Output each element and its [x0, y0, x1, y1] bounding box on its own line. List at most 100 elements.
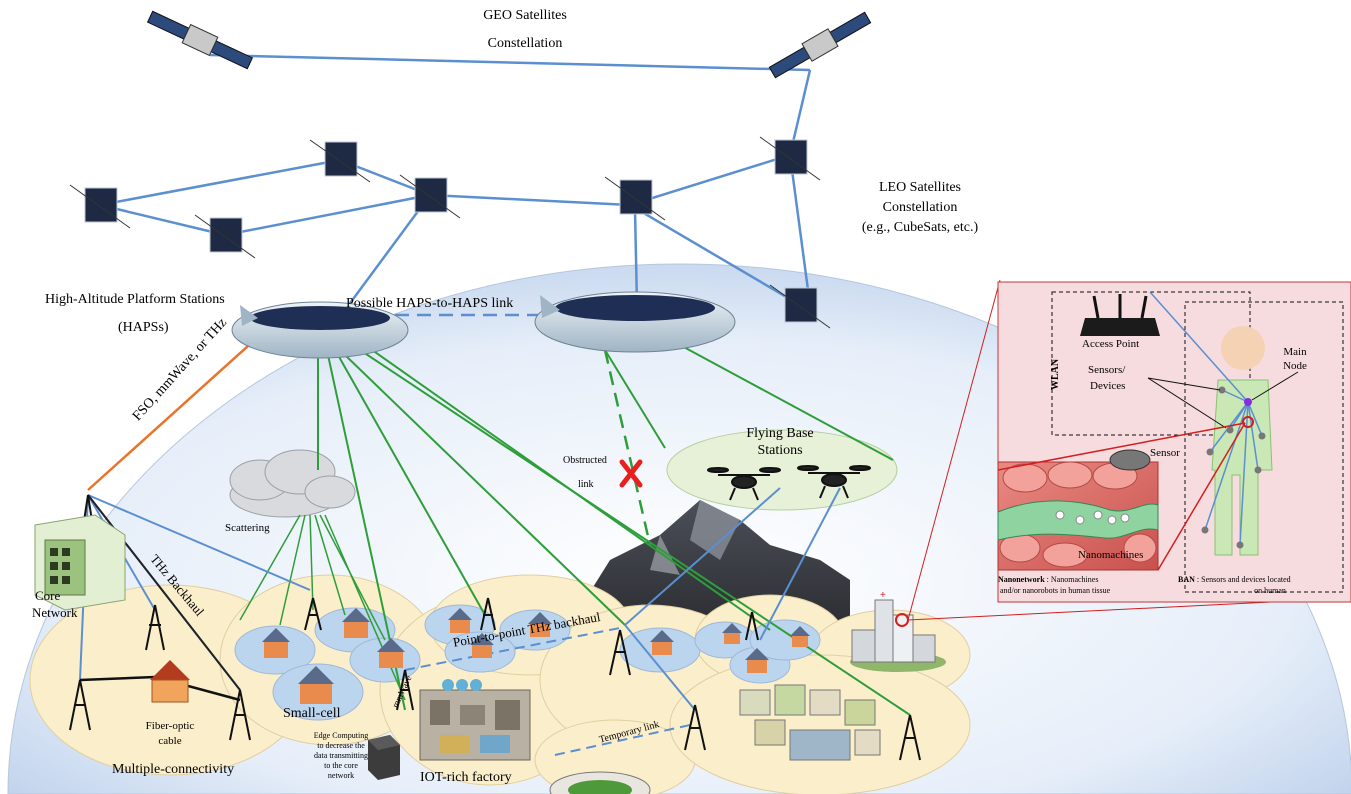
core-network-label-line1: Core [35, 588, 61, 603]
main-node-label-line2: Node [1283, 360, 1307, 372]
edge-computing-line5: network [327, 771, 355, 780]
ban-caption-line2: on human [1254, 586, 1286, 595]
nanomachines-label: Nanomachines [1078, 549, 1144, 561]
access-point-label: Access Point [1082, 338, 1140, 350]
house-icon [377, 638, 405, 668]
tower-icon [304, 597, 322, 631]
house-icon [150, 660, 190, 703]
nanonetwork-caption-bold: Nanonetwork [998, 575, 1045, 584]
geo-label-line2: Constellation [487, 36, 563, 51]
hospital-icon: + [850, 590, 946, 672]
geo-satellite-icon [768, 11, 872, 79]
factory-icon [419, 679, 531, 761]
geo-satellite-icon [146, 10, 254, 70]
towers [69, 494, 921, 761]
wlan-label: WLAN [1050, 358, 1061, 390]
house-icon [470, 633, 494, 658]
leo-label-line1: LEO Satellites [878, 180, 962, 195]
p2p-thz-link [404, 627, 621, 671]
ban-caption-rest: : Sensors and devices located [1194, 575, 1291, 584]
haps-blimp-icon [231, 301, 409, 359]
cubesat-icon [69, 184, 131, 229]
leo-label-line2: Constellation [882, 200, 958, 215]
nanonetwork-caption-line1: Nanonetwork : Nanomachines [998, 575, 1098, 584]
haps-blimp-icon [534, 291, 736, 353]
fiber-optic-label-line2: cable [158, 735, 182, 747]
edge-computing-line2: to decrease the [317, 741, 365, 750]
scattering-label: Scattering [225, 522, 270, 534]
stadium-icon [549, 771, 651, 794]
small-cell-label: Small-cell [283, 706, 341, 721]
sensor-label: Sensor [1150, 447, 1180, 459]
houses [150, 608, 810, 704]
core-network-building-icon [34, 514, 126, 611]
leo-label-line3: (e.g., CubeSats, etc.) [861, 220, 979, 235]
multiple-connectivity-label: Multiple-connectivity [112, 762, 235, 777]
tower-icon [396, 669, 414, 711]
haps-label-line2: (HAPSs) [118, 320, 169, 335]
geo-label-line1: GEO Satellites [483, 8, 567, 23]
obstructed-label-line2: link [578, 479, 594, 490]
satellite-links [99, 53, 812, 311]
main-node-label-line1: Main [1283, 346, 1307, 358]
tower-icon [609, 629, 631, 676]
tower-icon [229, 689, 251, 741]
cubesat-icon [759, 136, 821, 181]
edge-computing-line3: data transmitting [314, 751, 368, 760]
ban-box [1184, 301, 1344, 593]
router-icon [1080, 294, 1160, 336]
cubesat-icon [309, 139, 371, 183]
tower-icon [684, 704, 706, 751]
fbs-label-line1: Flying Base [746, 426, 814, 441]
house-icon [650, 630, 674, 655]
cubesat-icon [194, 214, 256, 259]
obstructed-link [603, 349, 652, 546]
callout-line [907, 279, 1001, 621]
sensor-device [1109, 449, 1151, 471]
house-icon [790, 626, 810, 647]
haps-label-line1: High-Altitude Platform Stations [45, 292, 225, 307]
leo-satellites [69, 136, 831, 329]
ban-caption-line1: BAN : Sensors and devices located [1178, 575, 1291, 584]
drone-icon [797, 465, 871, 499]
ban-sensors [1201, 386, 1266, 549]
core-network-label-line2: Network [32, 605, 78, 620]
server-icon [368, 735, 400, 780]
tower-icon [145, 604, 165, 651]
scatter-links [239, 514, 406, 701]
tissue-icon [997, 449, 1159, 571]
nanonetwork-caption-line2: and/or nanorobots in human tissue [1000, 586, 1111, 595]
house-icon [448, 608, 472, 633]
temporary-link [554, 724, 691, 756]
house-icon [745, 648, 769, 673]
city-icon [739, 684, 881, 761]
fbs-label-line2: Stations [757, 443, 803, 458]
edge-computing-line1: Edge Computing [313, 731, 369, 740]
obstructed-label-line1: Obstructed [563, 455, 607, 466]
tower-icon [69, 679, 91, 731]
cubesat-icon [399, 174, 461, 219]
tissue-callout [997, 422, 1246, 471]
haps-link-label: Possible HAPS-to-HAPS link [346, 296, 514, 311]
sensors-devices-label-line2: Devices [1090, 380, 1126, 392]
cloud [229, 449, 356, 518]
cubesat-icon [604, 176, 666, 221]
fiber-optic-label-line1: Fiber-optic [145, 720, 195, 732]
tower-icon [745, 611, 759, 641]
sensors-devices-label-line1: Sensors/ [1088, 364, 1126, 376]
house-icon [298, 666, 334, 704]
tower-icon [480, 597, 496, 631]
main-node [1244, 398, 1252, 406]
house-icon [722, 623, 742, 644]
haps-ground-links [317, 344, 911, 716]
obstruction-x-icon [619, 459, 643, 488]
house-icon [262, 628, 290, 658]
drone-icon [707, 467, 781, 501]
edge-computing-line4: to the core [324, 761, 358, 770]
fso-link [87, 336, 259, 491]
iot-factory-label: IOT-rich factory [420, 770, 512, 785]
sensor-highlight [1242, 416, 1254, 428]
house-icon [528, 612, 552, 637]
svg-text:+: + [880, 590, 886, 601]
